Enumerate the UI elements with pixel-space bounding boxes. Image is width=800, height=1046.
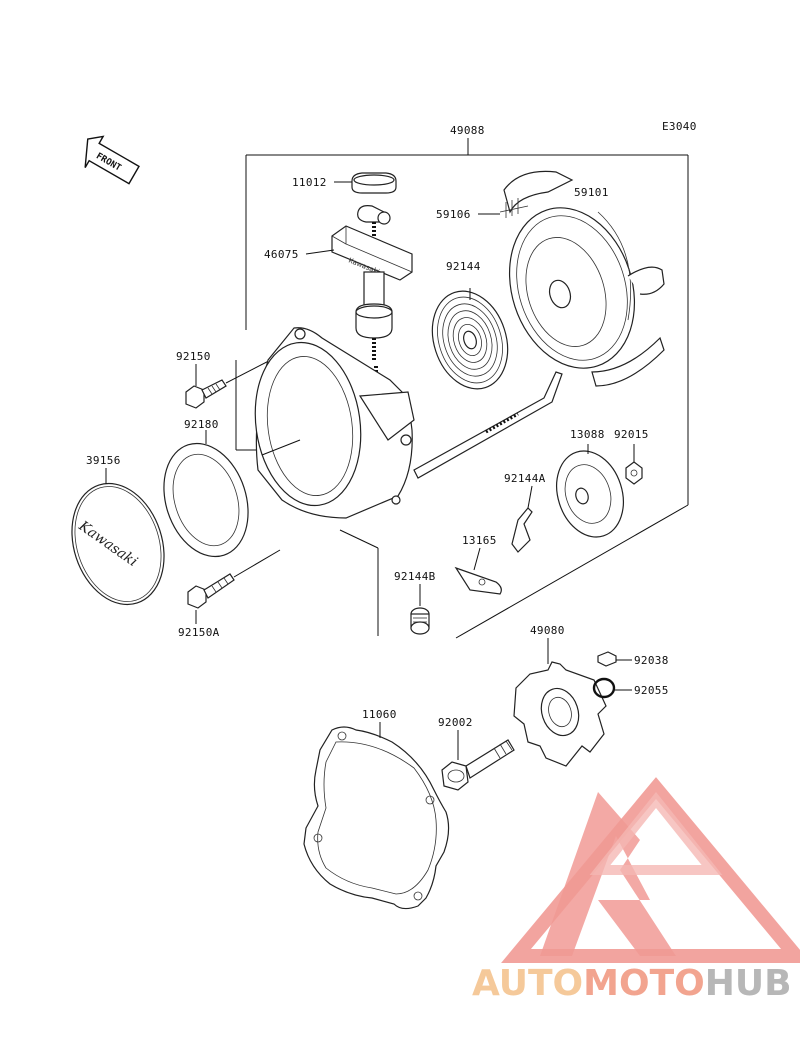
label-92055: 92055 [634, 684, 669, 697]
logo-triangle-small [589, 791, 723, 875]
part-59101-pulley [499, 170, 665, 387]
part-13088-ratchet [556, 444, 624, 538]
assembly-bracket [235, 138, 689, 639]
front-arrow-icon: FRONT [84, 135, 140, 185]
label-92144: 92144 [446, 260, 481, 273]
part-13165-pawl [454, 547, 502, 595]
part-92038-key [597, 651, 632, 667]
label-11012: 11012 [292, 176, 327, 189]
watermark-text: AUTOMOTOHUB [472, 963, 792, 1004]
label-49080: 49080 [530, 624, 565, 637]
label-49088: 49088 [450, 124, 485, 137]
label-92144B: 92144B [394, 570, 436, 583]
part-92002-bolt [441, 730, 515, 791]
label-11060: 11060 [362, 708, 397, 721]
part-92144B-spring [410, 584, 430, 635]
part-92150-bolt [185, 349, 291, 409]
watermark-auto: AUTO [472, 963, 583, 1004]
label-92180: 92180 [184, 418, 219, 431]
label-13088: 13088 [570, 428, 605, 441]
watermark-moto: MOTO [583, 963, 705, 1004]
watermark-hub: HUB [705, 963, 792, 1004]
label-92150: 92150 [176, 350, 211, 363]
part-39156-cover: Kawasaki [71, 482, 165, 606]
part-92150A-bolt [187, 549, 281, 609]
label-92150A: 92150A [178, 626, 220, 639]
starter-rope [413, 371, 563, 479]
part-92144-spring [431, 288, 509, 390]
label-46075: 46075 [264, 248, 299, 261]
recoil-housing [254, 327, 415, 519]
part-49080-cup [513, 638, 607, 767]
logo-triangle-inner [540, 792, 676, 956]
label-92002: 92002 [438, 716, 473, 729]
label-59101: 59101 [574, 186, 609, 199]
label-92015: 92015 [614, 428, 649, 441]
part-11060-gasket [303, 722, 450, 910]
part-92180-gasket [163, 430, 249, 558]
label-59106: 59106 [436, 208, 471, 221]
label-39156: 39156 [86, 454, 121, 467]
label-13165: 13165 [462, 534, 497, 547]
label-92144A: 92144A [504, 472, 546, 485]
part-labels: 49088 11012 59101 59106 46075 92144 9215… [86, 124, 669, 729]
label-92038: 92038 [634, 654, 669, 667]
part-11012-cap [351, 172, 397, 194]
watermark-logo [501, 777, 800, 963]
diagram-code: E3040 [662, 120, 697, 133]
part-46075-handle: Kawasaki [331, 205, 413, 392]
part-92015-nut [625, 444, 643, 485]
part-92144A-clip [511, 485, 533, 553]
part-92055-oring [592, 677, 632, 699]
